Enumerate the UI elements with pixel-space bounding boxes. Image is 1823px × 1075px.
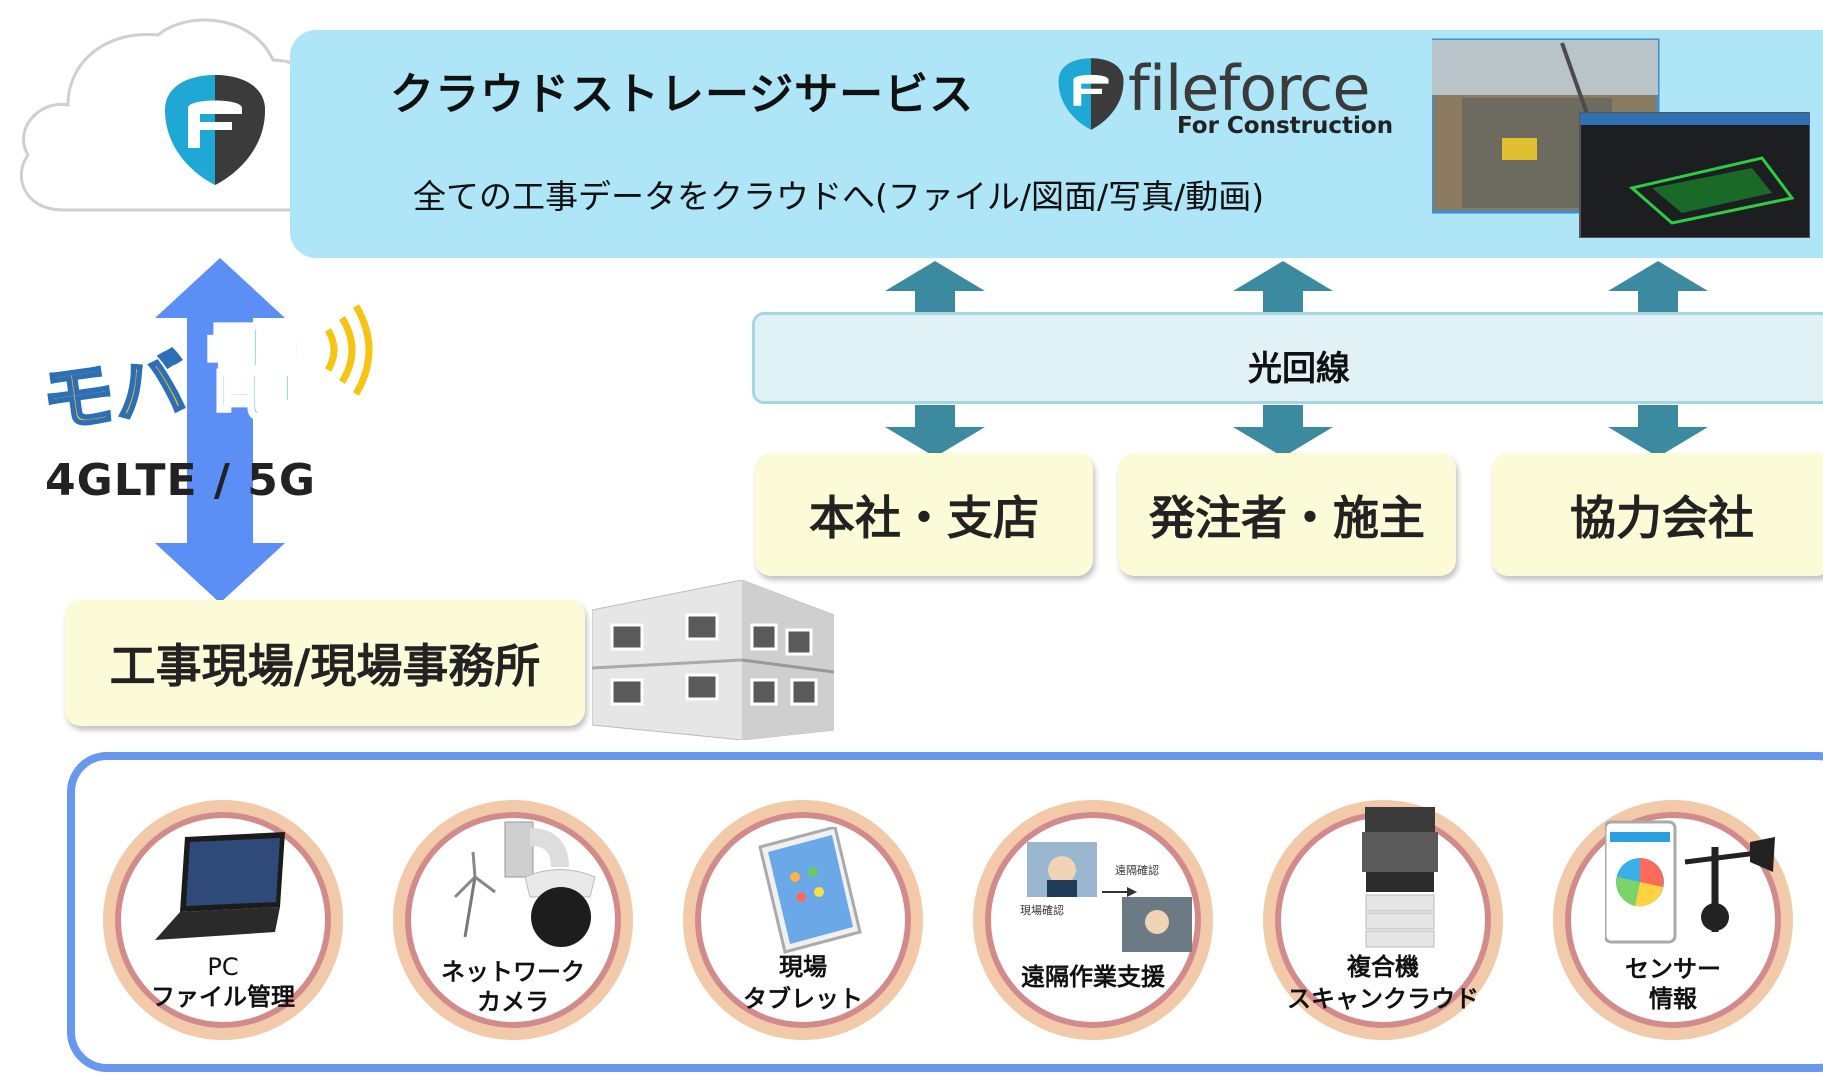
device-pc: PC ファイル管理 [103, 800, 343, 1040]
multifunction-printer-icon [1362, 807, 1438, 948]
network-camera-icon [453, 821, 596, 947]
fiber-line-label: 光回線 [1248, 349, 1350, 389]
upload-arrow-2 [1233, 261, 1333, 313]
tablet-icon [758, 827, 862, 954]
download-arrow-3 [1608, 405, 1708, 457]
construction-site-box: 工事現場/現場事務所 [65, 600, 585, 726]
radio-waves-icon [324, 304, 373, 396]
destination-head-office: 本社・支店 [755, 453, 1093, 576]
mobile-link-arrow [155, 258, 285, 603]
service-subtitle: 全ての工事データをクラウドへ(ファイル/図面/写真/動画) [413, 177, 1265, 216]
remote-confirm-label: 遠隔確認 [1115, 864, 1159, 877]
upload-arrow-1 [885, 261, 985, 313]
moba-den-logo: モバ 電 [38, 311, 310, 435]
destination-partners: 協力会社 [1492, 453, 1823, 576]
service-title: クラウドストレージサービス [390, 69, 975, 120]
brand-subtitle: For Construction [1177, 113, 1394, 139]
construction-photo-icon [1432, 38, 1810, 238]
svg-text:モバ: モバ [38, 341, 191, 435]
device-pc-line1: PC [207, 953, 239, 981]
device-camera-line2: カメラ [477, 988, 549, 1016]
sensor-icon [1605, 820, 1775, 944]
remote-support-icon [1027, 842, 1192, 952]
upload-arrow-3 [1608, 261, 1708, 313]
device-multifunction-printer: 複合機 スキャンクラウド [1263, 800, 1503, 1040]
network-label: 4GLTE / 5G [45, 455, 316, 506]
device-remote-support: 遠隔確認 現場確認 遠隔作業支援 [973, 800, 1213, 1040]
site-office-building-icon [592, 580, 834, 740]
destination-client: 発注者・施主 [1118, 453, 1456, 576]
brand-name: fileforce [1128, 52, 1371, 125]
fiber-line-bar [752, 312, 1823, 404]
download-arrow-2 [1233, 405, 1333, 457]
device-tablet: 現場 タブレット [683, 800, 923, 1040]
device-mfp-line1: 複合機 [1347, 953, 1419, 981]
device-remote-line1: 遠隔作業支援 [1021, 963, 1165, 991]
device-sensor-line1: センサー [1625, 955, 1721, 983]
fileforce-shield-icon [1058, 58, 1124, 130]
svg-text:電: 電 [203, 313, 308, 435]
device-camera-line1: ネットワーク [441, 958, 585, 986]
laptop-icon [155, 832, 285, 940]
device-network-camera: ネットワーク カメラ [393, 800, 633, 1040]
device-sensor: センサー 情報 [1553, 800, 1793, 1040]
device-tablet-line2: タブレット [743, 985, 863, 1013]
device-mfp-line2: スキャンクラウド [1287, 985, 1479, 1013]
site-confirm-label: 現場確認 [1020, 904, 1064, 917]
device-tablet-line1: 現場 [779, 953, 827, 981]
fileforce-shield-icon [165, 75, 265, 185]
download-arrow-1 [885, 405, 985, 457]
device-sensor-line2: 情報 [1649, 985, 1697, 1013]
device-pc-line2: ファイル管理 [151, 983, 295, 1011]
device-panel [67, 752, 1823, 1072]
